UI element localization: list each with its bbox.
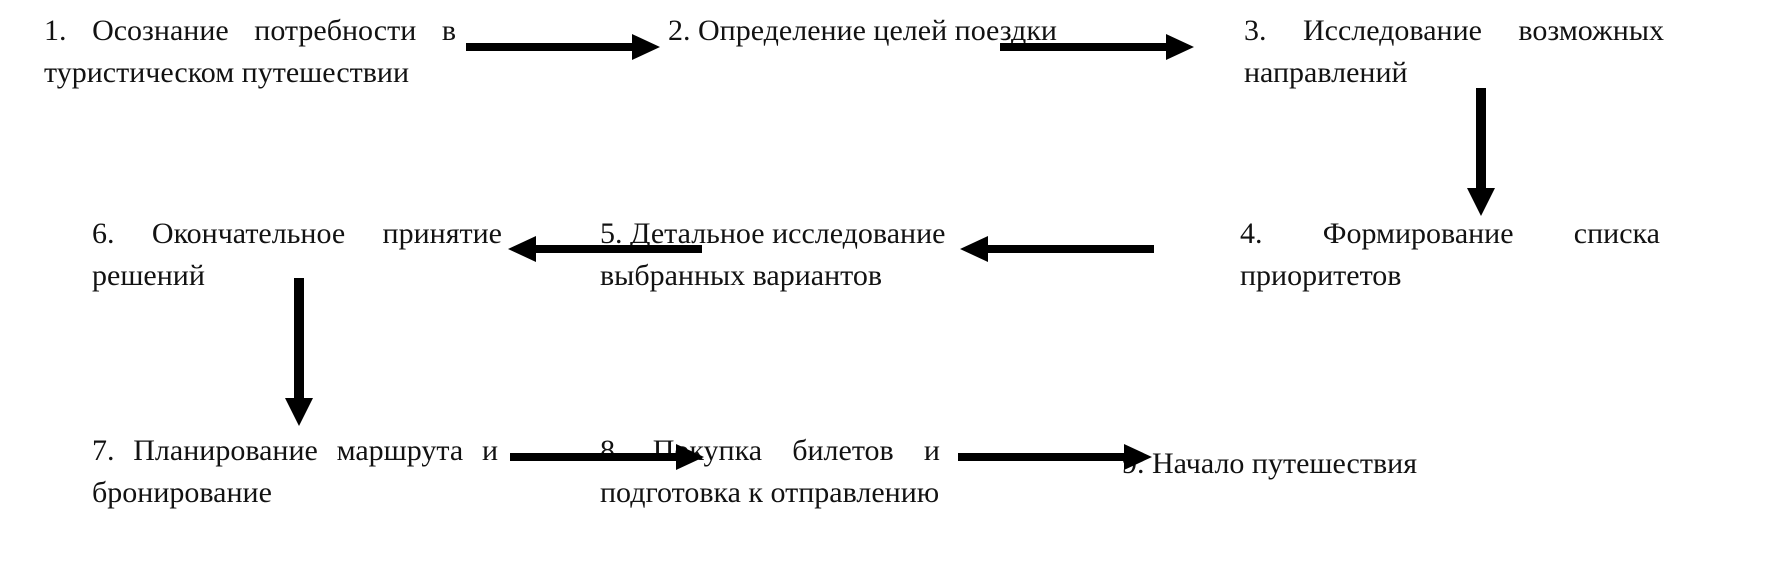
arrow-left-icon-node4-to-node5 bbox=[958, 232, 1154, 266]
flow-node-8-line-2: подготовка к отправлению bbox=[600, 476, 940, 509]
flow-node-9-line-1: 9. Начало путешествия bbox=[1122, 447, 1418, 480]
flow-node-8-line-1: 8. Покупка билетов и bbox=[600, 434, 940, 467]
flow-node-1: 1. Осознание потребности в туристическом… bbox=[44, 10, 456, 94]
flow-node-2-line-1: 2. Определение целей поездки bbox=[668, 14, 1057, 47]
arrow-down-icon-node6-to-node7 bbox=[280, 278, 318, 428]
flow-node-5-line-1: 5. Детальное исследование bbox=[600, 217, 946, 250]
arrow-left-icon-node5-to-node6 bbox=[506, 232, 702, 266]
arrow-down-icon-node3-to-node4 bbox=[1462, 88, 1500, 218]
flow-node-3-line-2: направлений bbox=[1244, 56, 1408, 89]
flow-node-7-line-1: 7. Планирование маршрута и bbox=[92, 434, 498, 467]
flow-node-4-line-1: 4. Формирование списка bbox=[1240, 217, 1660, 250]
flow-node-7-line-2: бронирование bbox=[92, 476, 272, 509]
flow-node-6-line-2: решений bbox=[92, 259, 205, 292]
flow-node-5-line-2: выбранных вариантов bbox=[600, 259, 883, 292]
flow-node-1-line-2: туристическом путешествии bbox=[44, 56, 410, 89]
flow-node-4: 4. Формирование списка приоритетов bbox=[1240, 213, 1660, 297]
flow-node-7: 7. Планирование маршрута и бронирование bbox=[92, 430, 498, 514]
flow-node-3-line-1: 3. Исследование возможных bbox=[1244, 14, 1664, 47]
flow-node-8: 8. Покупка билетов и подготовка к отправ… bbox=[600, 430, 940, 514]
arrow-right-icon-node8-to-node9 bbox=[958, 440, 1154, 474]
arrow-right-icon-node2-to-node3 bbox=[1000, 30, 1196, 64]
flow-node-9: 9. Начало путешествия bbox=[1122, 443, 1542, 485]
arrow-right-icon-node1-to-node2 bbox=[466, 30, 662, 64]
flow-node-1-line-1: 1. Осознание потребности в bbox=[44, 14, 456, 47]
flow-node-2: 2. Определение целей поездки bbox=[668, 10, 1088, 52]
flow-node-6: 6. Окончательное принятие решений bbox=[92, 213, 502, 297]
flow-node-5: 5. Детальное исследование выбранных вари… bbox=[600, 213, 946, 297]
flow-node-4-line-2: приоритетов bbox=[1240, 259, 1402, 292]
flow-node-3: 3. Исследование возможных направлений bbox=[1244, 10, 1664, 94]
arrow-right-icon-node7-to-node8 bbox=[510, 440, 706, 474]
flow-node-6-line-1: 6. Окончательное принятие bbox=[92, 217, 502, 250]
